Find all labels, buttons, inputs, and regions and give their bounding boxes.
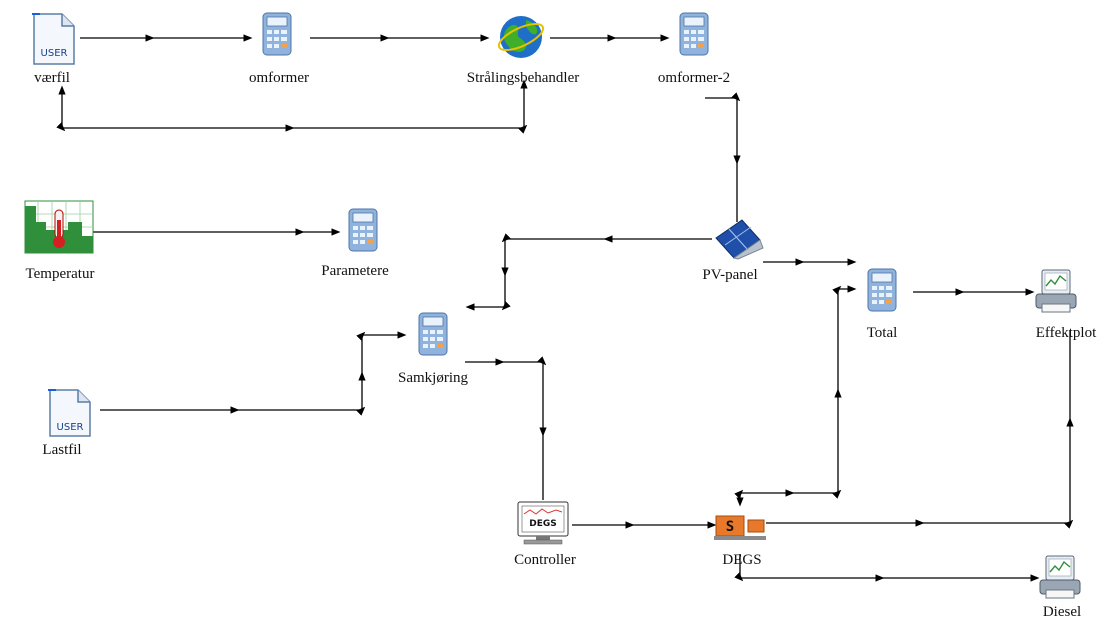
label-diesel: Diesel bbox=[1042, 604, 1082, 620]
label-parametere: Parametere bbox=[321, 263, 389, 279]
printer-plot-icon bbox=[1035, 269, 1077, 313]
label-stralingsbehandler: Strålingsbehandler bbox=[466, 70, 580, 86]
calculator-icon bbox=[679, 12, 709, 56]
label-degs: DEGS bbox=[722, 552, 762, 568]
label-lastfil: Lastfil bbox=[42, 442, 82, 458]
svg-text:USER: USER bbox=[41, 48, 68, 59]
calculator-icon bbox=[418, 312, 448, 356]
connection-samkjoring-controller bbox=[465, 356, 547, 500]
label-pvpanel: PV-panel bbox=[702, 267, 758, 283]
connection-omformer2-pvpanel bbox=[705, 92, 741, 222]
thermometer-chart-icon bbox=[24, 200, 94, 254]
connection-degs-total bbox=[734, 285, 857, 507]
svg-text:USER: USER bbox=[57, 422, 84, 433]
label-effektplot: Effektplot bbox=[1035, 325, 1097, 341]
diesel-generator-icon: S bbox=[714, 515, 766, 540]
user-file-icon: USER bbox=[32, 13, 75, 65]
label-samkjoring: Samkjøring bbox=[398, 370, 468, 386]
label-omformer: omformer bbox=[249, 70, 309, 86]
label-omformer2: omformer-2 bbox=[657, 70, 731, 86]
connection-vaerfil-stralingsbehandler bbox=[56, 79, 528, 134]
calculator-icon bbox=[262, 12, 292, 56]
label-temperatur: Temperatur bbox=[25, 266, 95, 282]
degs-monitor-icon: DEGS bbox=[517, 501, 569, 545]
printer-plot-icon bbox=[1039, 555, 1081, 599]
label-total: Total bbox=[866, 325, 898, 341]
connection-pvpanel-samkjoring bbox=[465, 233, 712, 311]
user-file-icon: USER bbox=[48, 389, 91, 437]
calculator-icon bbox=[348, 208, 378, 252]
calculator-icon bbox=[867, 268, 897, 312]
solar-panel-icon bbox=[715, 219, 764, 260]
connection-degs-diesel bbox=[734, 554, 1040, 582]
label-vaerfil: værfil bbox=[34, 70, 70, 86]
svg-text:S: S bbox=[726, 519, 734, 535]
svg-text:DEGS: DEGS bbox=[529, 519, 557, 529]
connection-lastfil-samkjoring bbox=[100, 331, 407, 416]
label-controller: Controller bbox=[514, 552, 576, 568]
globe-icon bbox=[497, 16, 545, 58]
connection-degs-effektplot bbox=[766, 330, 1074, 529]
